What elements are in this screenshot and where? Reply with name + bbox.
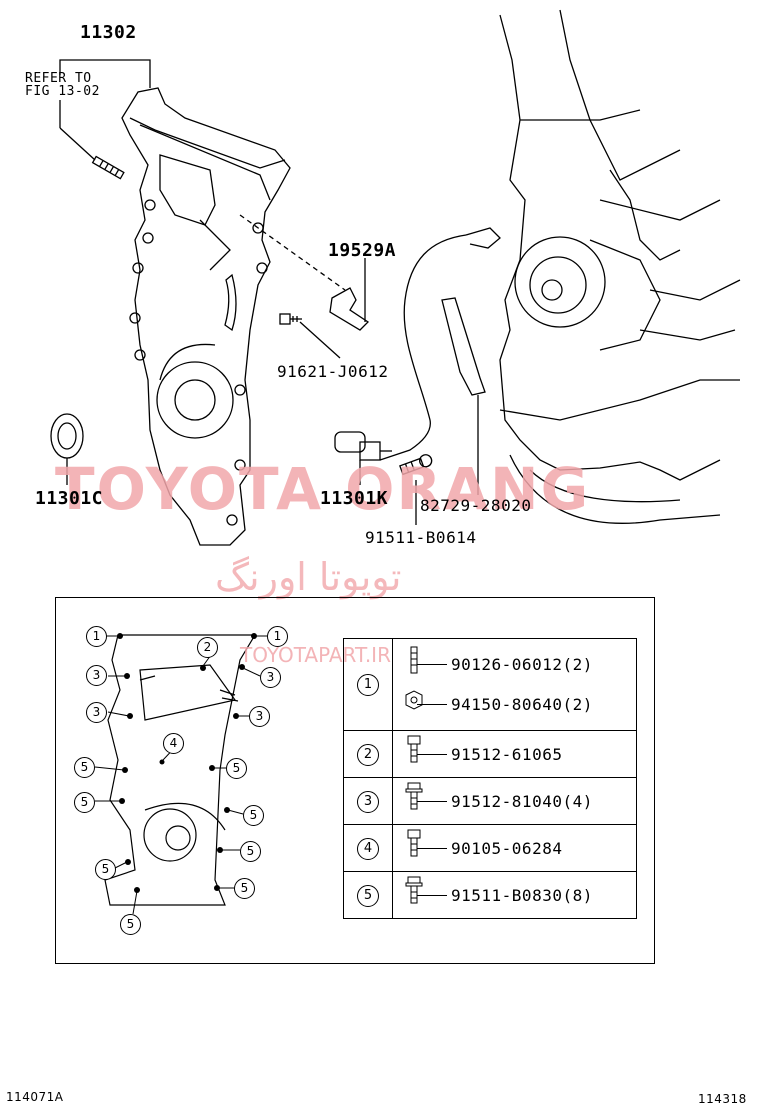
legend-row: 4 90105-06284 [343, 824, 637, 872]
stud-bolt [91, 155, 125, 180]
part-number: 90126-06012(2) [451, 655, 593, 674]
callout-3: 3 [260, 667, 281, 688]
label-11301C: 11301C [35, 488, 104, 509]
part-number: 94150-80640(2) [451, 695, 593, 714]
timing-chain-cover [121, 87, 291, 546]
bolt-icon [407, 735, 421, 763]
callout-5: 5 [243, 805, 264, 826]
legend-row: 1 90126-06012(2) 94150-80640(2) [343, 638, 637, 731]
bolt-icon [407, 829, 421, 857]
clamp-82729 [441, 297, 486, 396]
footer-right-code: 114318 [698, 1092, 747, 1106]
stud-icon [410, 646, 418, 673]
callout-3: 3 [86, 702, 107, 723]
legend-row: 2 91512-61065 [343, 730, 637, 778]
part-number: 91512-81040(4) [451, 791, 593, 811]
bolt-holes [117, 633, 257, 893]
fig-ref-text: FIG 13-02 [25, 84, 100, 99]
legend-num: 1 [357, 674, 379, 696]
label-91511-B0614: 91511-B0614 [365, 528, 477, 547]
cover-bolt-schematic [104, 634, 257, 906]
legend-part: 90105-06284 [393, 828, 636, 868]
callout-5: 5 [234, 878, 255, 899]
flange-bolt-icon [405, 782, 423, 810]
legend-frame [55, 597, 655, 964]
part-number: 91512-61065 [451, 744, 563, 764]
callout-5: 5 [240, 841, 261, 862]
label-19529A: 19529A [328, 240, 397, 261]
label-91621-J0612: 91621-J0612 [277, 362, 389, 381]
legend-part: 94150-80640(2) [393, 685, 636, 725]
bracket-19529A [329, 287, 370, 331]
callout-3: 3 [249, 706, 270, 727]
legend-row: 5 91511-B0830(8) [343, 871, 637, 919]
legend-part: 91512-61065 [393, 734, 636, 774]
footer-left-code: 114071A [6, 1090, 64, 1104]
label-11301K: 11301K [320, 488, 389, 509]
callout-5: 5 [120, 914, 141, 935]
callout-5: 5 [95, 859, 116, 880]
legend-num: 4 [357, 837, 379, 860]
flange-bolt-icon [405, 876, 423, 904]
legend-part: 91512-81040(4) [393, 781, 636, 821]
callout-1: 1 [267, 626, 288, 647]
legend-row: 3 91512-81040(4) [343, 777, 637, 825]
legend-part: 90126-06012(2) [393, 645, 636, 685]
legend-num: 3 [357, 790, 379, 813]
refer-to-text: REFER TO [25, 71, 92, 86]
callout-4: 4 [163, 733, 184, 754]
parts-legend-table: 1 90126-06012(2) 94150-80640(2) 2 91512-… [343, 638, 637, 919]
callout-5: 5 [74, 792, 95, 813]
callout-5: 5 [74, 757, 95, 778]
label-82729-28020: 82729-28020 [420, 496, 532, 515]
part-number: 90105-06284 [451, 838, 563, 858]
callout-3: 3 [86, 665, 107, 686]
engine-block [499, 14, 721, 481]
legend-part: 91511-B0830(8) [393, 875, 636, 915]
legend-num: 2 [357, 743, 379, 766]
bolt-91621 [279, 313, 302, 325]
oil-seal-11301C [50, 413, 84, 459]
legend-num: 5 [357, 884, 379, 907]
label-11302: 11302 [80, 22, 137, 43]
part-number: 91511-B0830(8) [451, 885, 593, 905]
callout-2: 2 [197, 637, 218, 658]
callout-5: 5 [226, 758, 247, 779]
nut-icon [405, 689, 423, 710]
bolt-91511-B0614 [399, 454, 433, 476]
callout-1: 1 [86, 626, 107, 647]
crank-sensor-11301K [334, 431, 392, 461]
